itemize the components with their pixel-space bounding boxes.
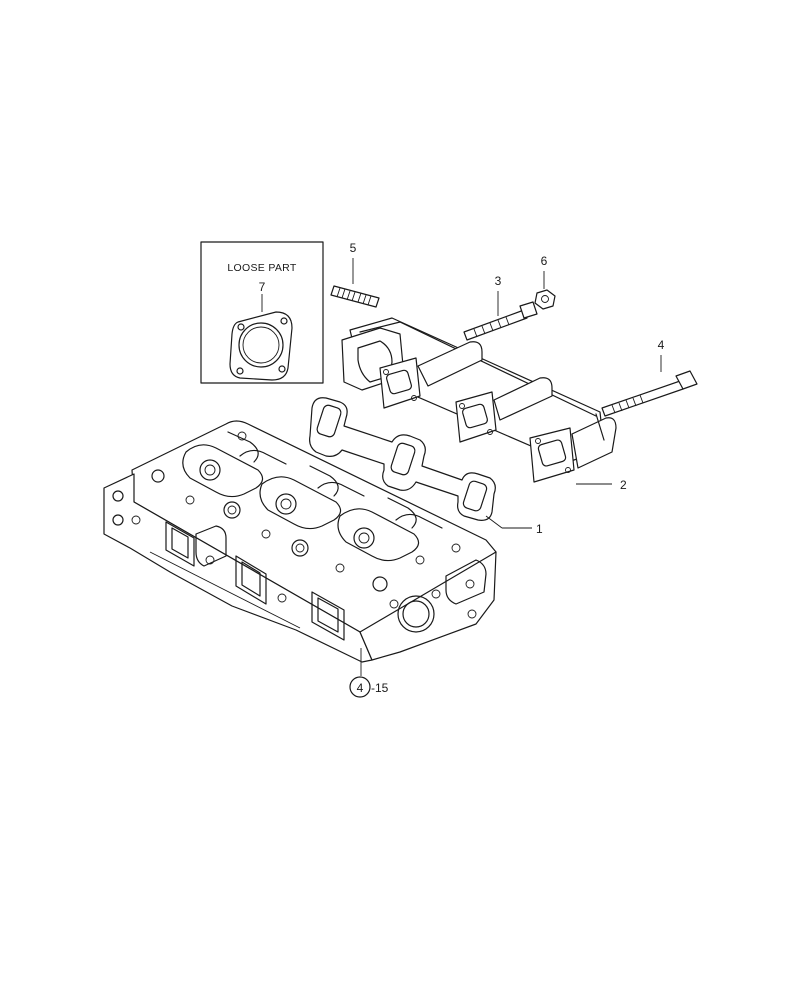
reference-suffix: -15 <box>371 681 389 695</box>
callout-1: 1 <box>485 515 543 536</box>
callout-5: 5 <box>350 241 357 284</box>
side-ports <box>112 490 345 641</box>
loose-part-box: LOOSE PART 7 <box>200 241 324 384</box>
callout-4-label: 4 <box>658 338 665 352</box>
callout-3: 3 <box>495 274 502 316</box>
cylinder-head <box>103 420 497 663</box>
long-bolt-part-4 <box>601 370 698 417</box>
loose-part-title: LOOSE PART <box>227 262 296 274</box>
figure-reference: 4 -15 <box>349 648 389 698</box>
manifold-gasket-part-1 <box>309 397 496 521</box>
end-features <box>389 559 487 633</box>
nut-part-6 <box>534 289 556 310</box>
callout-6: 6 <box>541 254 548 289</box>
callout-5-label: 5 <box>350 241 357 255</box>
callout-3-label: 3 <box>495 274 502 288</box>
exhaust-manifold-part-2 <box>341 317 617 483</box>
callout-2-label: 2 <box>620 478 627 492</box>
loose-part-frame <box>200 241 324 384</box>
callout-2: 2 <box>576 478 627 492</box>
loose-part-item-number: 7 <box>259 280 266 294</box>
stud-part-5 <box>330 285 380 308</box>
callout-4: 4 <box>658 338 665 372</box>
callout-6-label: 6 <box>541 254 548 268</box>
bolt-part-3 <box>463 301 538 341</box>
reference-circle <box>349 676 371 698</box>
deck-features <box>151 431 461 592</box>
callout-1-label: 1 <box>536 522 543 536</box>
reference-number: 4 <box>357 681 364 695</box>
turbo-gasket-part-7 <box>229 311 293 381</box>
